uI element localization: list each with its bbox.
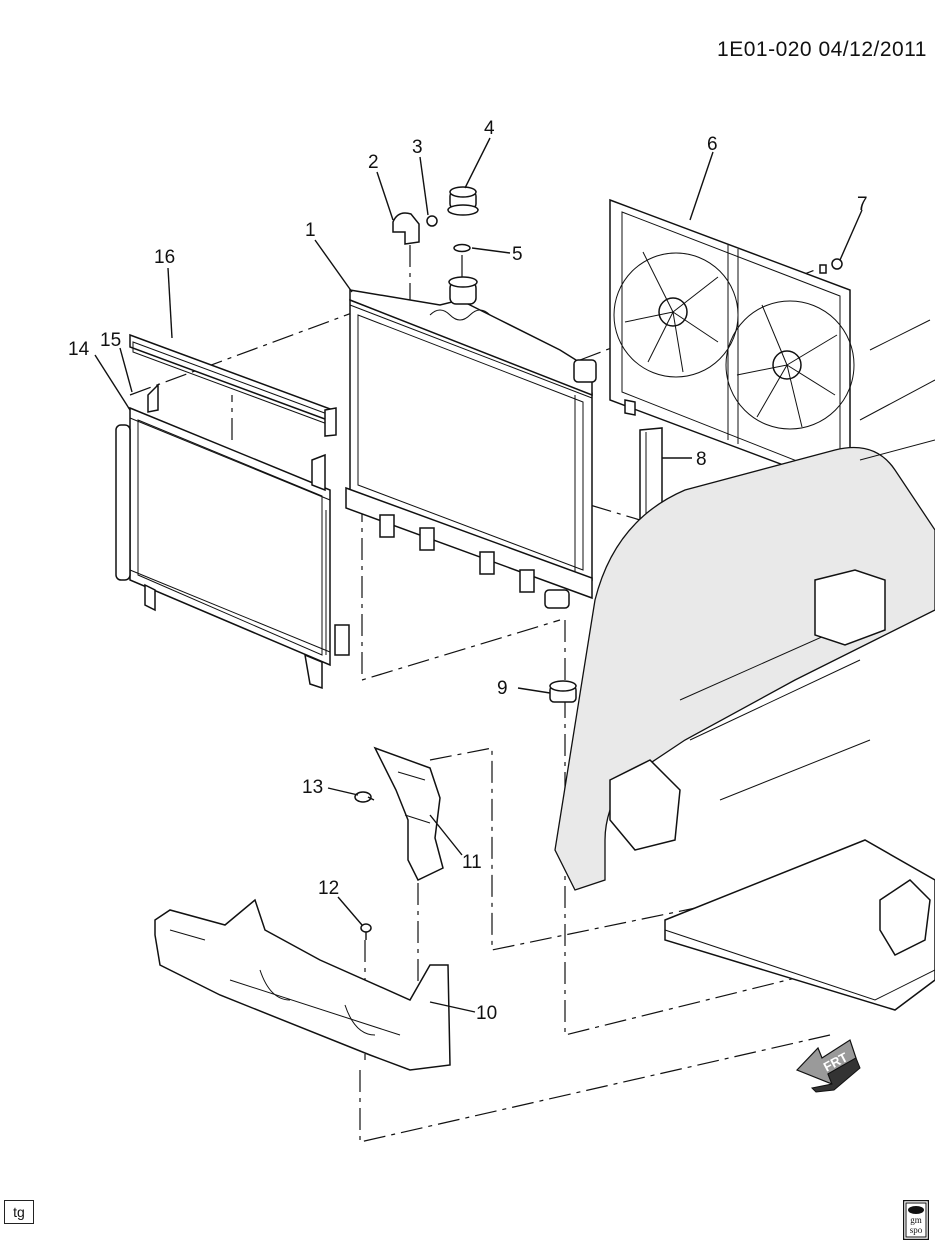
- callout-7: 7: [857, 194, 868, 215]
- condenser: [115, 383, 350, 690]
- illustration-code: tg: [4, 1200, 34, 1224]
- callout-9: 9: [497, 678, 508, 699]
- callout-labels: 1 2 3 4 5 6 7 8 9 10 11 12 13 14 15 16: [68, 118, 868, 1024]
- vehicle-frame: [554, 319, 935, 1011]
- push-pin: [354, 791, 375, 803]
- callout-2: 2: [368, 152, 379, 173]
- diagram-id-date: 1E01-020 04/12/2011: [717, 38, 927, 61]
- air-baffle: [373, 746, 444, 881]
- callout-3: 3: [412, 137, 423, 158]
- callout-4: 4: [484, 118, 495, 139]
- retainer: [360, 923, 372, 940]
- front-direction-arrow: FRT: [795, 1039, 861, 1093]
- callout-5: 5: [512, 244, 523, 265]
- callout-6: 6: [707, 134, 718, 155]
- callout-11: 11: [462, 852, 482, 873]
- callout-12: 12: [318, 878, 339, 899]
- callout-8: 8: [696, 449, 707, 470]
- leader-lines: [94, 137, 863, 1013]
- lower-insulator: [549, 680, 577, 703]
- gm-spo-logo: gm spo: [903, 1200, 929, 1240]
- fastener: [831, 258, 843, 270]
- cooling-fan-assembly: [609, 198, 855, 496]
- callout-14: 14: [68, 339, 90, 360]
- callout-1: 1: [305, 220, 316, 241]
- radiator: [345, 276, 597, 609]
- callout-16: 16: [154, 247, 175, 268]
- lower-deflector: [154, 898, 451, 1071]
- callout-10: 10: [476, 1003, 497, 1024]
- logo-gm: gm: [910, 1215, 922, 1225]
- logo-spo: spo: [910, 1225, 923, 1235]
- callout-13: 13: [302, 777, 323, 798]
- upper-seal: [129, 333, 337, 437]
- callout-15: 15: [100, 330, 121, 351]
- small-parts: [392, 186, 479, 253]
